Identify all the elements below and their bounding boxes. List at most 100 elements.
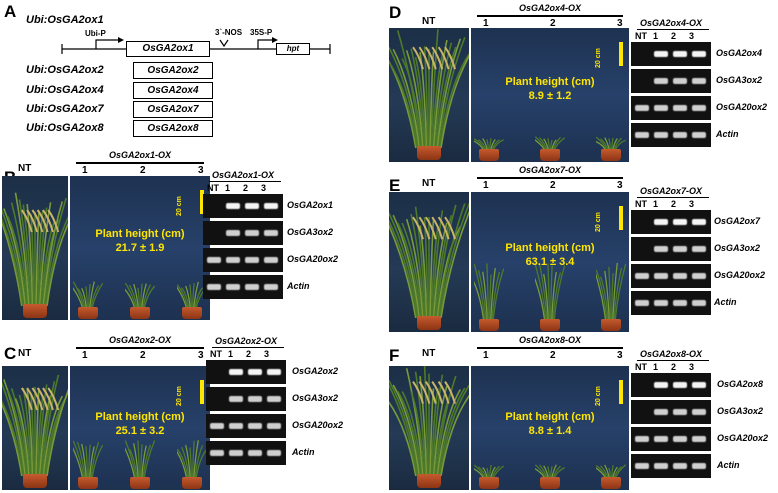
gel-band-4-0-1 bbox=[654, 382, 668, 388]
gel-row-4-2 bbox=[631, 427, 711, 451]
gel-gene-3-1: OsGA3ox2 bbox=[714, 243, 760, 253]
gel-title-underline-1 bbox=[212, 347, 284, 348]
nt-pot-0 bbox=[23, 304, 47, 318]
rice-plant bbox=[535, 464, 565, 478]
rice-plant bbox=[596, 464, 626, 478]
gel-lane-0-1: 1 bbox=[225, 183, 230, 193]
gel-band-2-3-0 bbox=[635, 132, 649, 138]
photo-lane-0-0: 1 bbox=[82, 165, 88, 176]
scale-bar-3 bbox=[619, 206, 623, 230]
gel-lane-1-0: NT bbox=[210, 349, 222, 359]
gel-title-3: OsGA2ox7-OX bbox=[631, 186, 711, 196]
gel-band-2-0-1 bbox=[654, 51, 668, 57]
gel-gene-0-2: OsGA20ox2 bbox=[287, 254, 338, 264]
ox-pot-2-1 bbox=[540, 149, 560, 161]
gel-row-2-1 bbox=[631, 69, 711, 93]
gene-box-5: OsGA2ox8 bbox=[133, 120, 213, 137]
gel-band-0-0-2 bbox=[245, 203, 259, 209]
gel-title-underline-4 bbox=[637, 360, 709, 361]
gel-gene-1-2: OsGA20ox2 bbox=[292, 420, 343, 430]
ox-photo-3: 20 cm Plant height (cm) 63.1 ± 3.4 bbox=[471, 192, 629, 332]
gel-band-3-0-1 bbox=[654, 219, 668, 225]
ox-pot-1-2 bbox=[182, 477, 202, 489]
rice-plant bbox=[2, 186, 68, 306]
gel-title-underline-2 bbox=[637, 29, 709, 30]
nt-pot-3 bbox=[417, 316, 441, 330]
rice-plant bbox=[474, 136, 504, 150]
gel-row-3-1 bbox=[631, 237, 711, 261]
gel-band-1-1-3 bbox=[267, 396, 281, 402]
rice-plant bbox=[596, 260, 626, 320]
gel-gene-2-2: OsGA20ox2 bbox=[716, 102, 767, 112]
gel-row-2-0 bbox=[631, 42, 711, 66]
height-label-2: Plant height (cm) bbox=[471, 76, 629, 88]
nt-photo-2 bbox=[389, 28, 469, 162]
gel-band-4-0-3 bbox=[692, 382, 706, 388]
ox-title-rule-1 bbox=[76, 347, 204, 349]
gel-band-0-0-1 bbox=[226, 203, 240, 209]
gel-gene-3-2: OsGA20ox2 bbox=[714, 270, 765, 280]
panel-d-letter: D bbox=[389, 3, 401, 23]
height-value-2: 8.9 ± 1.2 bbox=[471, 90, 629, 102]
ox-pot-4-0 bbox=[479, 477, 499, 489]
ox-photo-2: 20 cmPlant height (cm)8.9 ± 1.2 bbox=[471, 28, 629, 162]
scale-bar-2 bbox=[619, 42, 623, 66]
gel-band-2-3-2 bbox=[673, 132, 687, 138]
ox-title-0: OsGA2ox1-OX bbox=[70, 150, 210, 160]
rice-plant bbox=[596, 136, 626, 150]
gel-band-2-2-0 bbox=[635, 105, 649, 111]
gel-band-1-2-2 bbox=[248, 423, 262, 429]
rice-plant bbox=[125, 438, 155, 478]
hpt-box: hpt bbox=[276, 43, 310, 55]
gel-row-3-0 bbox=[631, 210, 711, 234]
scale-text-3: 20 cm bbox=[595, 212, 602, 232]
scale-bar-1 bbox=[200, 380, 204, 404]
gel-band-0-2-0 bbox=[207, 257, 221, 263]
gel-row-1-1 bbox=[206, 387, 286, 411]
rice-plant bbox=[2, 366, 68, 476]
rice-plant bbox=[125, 280, 155, 308]
gel-band-0-2-3 bbox=[264, 257, 278, 263]
gene-box-4: OsGA2ox7 bbox=[133, 101, 213, 118]
gel-band-2-3-1 bbox=[654, 132, 668, 138]
gel-band-1-0-3 bbox=[267, 369, 281, 375]
rice-plant bbox=[73, 280, 103, 308]
gel-gene-2-1: OsGA3ox2 bbox=[716, 75, 762, 85]
gel-band-3-3-0 bbox=[635, 300, 649, 306]
gel-band-4-0-2 bbox=[673, 382, 687, 388]
height-label-1: Plant height (cm) bbox=[70, 411, 210, 423]
gel-row-0-2 bbox=[203, 248, 283, 272]
gel-band-1-0-1 bbox=[229, 369, 243, 375]
gel-band-4-3-0 bbox=[635, 463, 649, 469]
gel-gene-1-1: OsGA3ox2 bbox=[292, 393, 338, 403]
gel-band-3-2-2 bbox=[673, 273, 687, 279]
gel-band-3-1-1 bbox=[654, 246, 668, 252]
height-label-3: Plant height (cm) bbox=[471, 242, 629, 254]
rice-plant bbox=[73, 438, 103, 478]
gel-gene-1-3: Actin bbox=[292, 447, 315, 457]
gel-band-2-3-3 bbox=[692, 132, 706, 138]
construct-label-5: Ubi:OsGA2ox8 bbox=[26, 122, 104, 134]
construct-label-4: Ubi:OsGA2ox7 bbox=[26, 103, 104, 115]
gel-band-4-3-1 bbox=[654, 463, 668, 469]
gel-gene-4-2: OsGA20ox2 bbox=[717, 433, 768, 443]
nt-label-3: NT bbox=[422, 178, 435, 189]
gel-gene-0-1: OsGA3ox2 bbox=[287, 227, 333, 237]
gel-lane-2-0: NT bbox=[635, 31, 647, 41]
ox-pot-3-0 bbox=[479, 319, 499, 331]
gel-band-3-0-3 bbox=[692, 219, 706, 225]
gel-band-1-2-3 bbox=[267, 423, 281, 429]
gel-row-4-1 bbox=[631, 400, 711, 424]
nt-pot-1 bbox=[23, 474, 47, 488]
gel-band-4-1-3 bbox=[692, 409, 706, 415]
gel-band-2-2-1 bbox=[654, 105, 668, 111]
gel-gene-4-1: OsGA3ox2 bbox=[717, 406, 763, 416]
gene-box-2: OsGA2ox2 bbox=[133, 62, 213, 79]
height-value-3: 63.1 ± 3.4 bbox=[471, 256, 629, 268]
photo-lane-3-1: 2 bbox=[550, 180, 556, 191]
gel-lane-0-2: 2 bbox=[243, 183, 248, 193]
ox-pot-2-2 bbox=[601, 149, 621, 161]
photo-lane-1-2: 3 bbox=[198, 350, 204, 361]
gel-gene-4-3: Actin bbox=[717, 460, 740, 470]
gene-box-3: OsGA2ox4 bbox=[133, 82, 213, 99]
